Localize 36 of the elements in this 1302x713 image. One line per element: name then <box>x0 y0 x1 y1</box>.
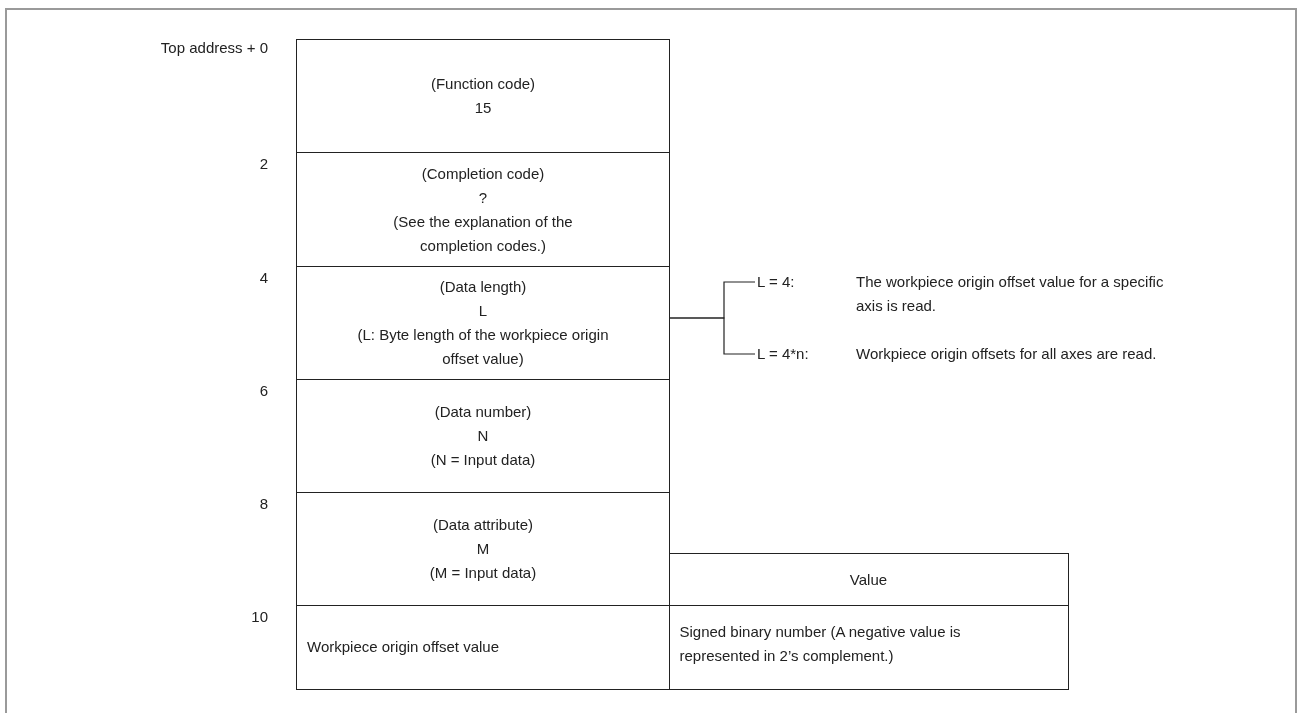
field-label: Value <box>849 569 888 590</box>
field-text: (L: Byte length of the workpiece origin offset value) <box>356 325 610 370</box>
address-label: 6 <box>259 381 268 401</box>
address-label: 10 <box>251 607 268 627</box>
field-label: Workpiece origin offset value <box>307 637 500 658</box>
memory-row <box>296 266 670 381</box>
address-label: Top address + 0 <box>160 38 268 58</box>
table-cell <box>668 605 1069 690</box>
field-label: (Function code) <box>430 74 536 95</box>
field-label: (Data attribute) <box>432 515 533 536</box>
field-text: (N = Input data) <box>430 450 536 471</box>
field-label: (Completion code) <box>421 163 545 184</box>
address-label: 2 <box>259 154 268 174</box>
field-text: L <box>478 301 488 322</box>
memory-row <box>296 492 670 607</box>
field-label: Signed binary number (A negative value is represented in 2’s complement.) <box>679 622 962 666</box>
field-text: (See the explanation of the completion codes.) <box>392 211 574 256</box>
memory-row <box>296 379 670 494</box>
field-text: ? <box>478 187 488 208</box>
condition-description: Workpiece origin offsets for all axes are read. <box>856 344 1158 364</box>
memory-row <box>296 152 670 268</box>
field-text: N <box>477 426 489 447</box>
memory-row <box>296 39 670 154</box>
field-text: (M = Input data) <box>429 563 537 584</box>
condition-label: L = 4*n: <box>757 344 810 364</box>
address-label: 4 <box>259 268 268 288</box>
field-text: 15 <box>474 98 492 119</box>
field-text: M <box>476 539 490 560</box>
condition-description: The workpiece origin offset value for a specific axis is read. <box>856 272 1165 316</box>
field-label: (Data number) <box>434 402 532 423</box>
field-label: (Data length) <box>439 277 527 298</box>
table-header-cell <box>668 553 1069 607</box>
address-label: 8 <box>259 494 268 514</box>
table-cell <box>296 605 670 690</box>
bracket-line <box>669 317 756 355</box>
condition-label: L = 4: <box>757 272 796 292</box>
